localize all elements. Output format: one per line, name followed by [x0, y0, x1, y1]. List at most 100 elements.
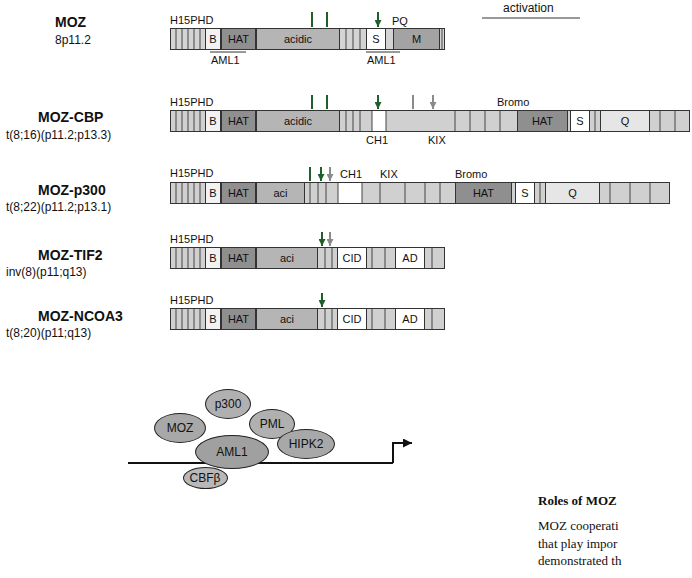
domain-name: CID	[343, 309, 362, 329]
domain-name: M	[412, 29, 421, 49]
domain-name: B	[209, 248, 216, 268]
domain-stripes	[176, 308, 432, 330]
breakpoint-arrow	[329, 167, 331, 181]
protein-bar-fill	[170, 182, 670, 204]
factor-name: MOZ	[167, 414, 194, 442]
protein-bar: MOZ8p11.2BHATacidicSM	[170, 28, 445, 50]
domain-stripes	[176, 182, 650, 204]
domain-box: CID	[337, 248, 367, 268]
domain-box: HAT	[221, 309, 256, 329]
domain-name: AD	[402, 248, 417, 268]
domain-label: H15PHD	[170, 14, 213, 27]
protein-bar: MOZ-CBPt(8;16)(p11.2;p13.3)BHATacidicHAT…	[170, 110, 690, 132]
domain-box: Q	[545, 183, 600, 203]
protein-name: MOZ-NCOA3	[38, 308, 123, 324]
protein-name: MOZ-CBP	[38, 109, 103, 125]
body-text: that play impor	[538, 537, 617, 552]
protein-bar-fill	[170, 247, 445, 269]
domain-name: B	[209, 29, 216, 49]
domain-box: CID	[337, 309, 367, 329]
domain-box: B	[205, 29, 221, 49]
domain-name: aci	[280, 309, 294, 329]
protein-bar: MOZ-p300t(8;22)(p11.2;p13.1)BHATaciHATSQ	[170, 182, 670, 204]
domain-label: H15PHD	[170, 167, 213, 180]
domain-name: B	[209, 309, 216, 329]
domain-box: M	[393, 29, 440, 49]
factor-oval: p300	[205, 389, 251, 419]
domain-box: HAT	[221, 248, 256, 268]
domain-name: HAT	[473, 183, 494, 203]
breakpoint-locus: t(8;16)(p11.2;p13.3)	[6, 129, 111, 143]
domain-box: aci	[256, 183, 305, 203]
section-heading: Roles of MOZ	[538, 494, 617, 509]
domain-name: Q	[621, 111, 630, 131]
domain-name: CID	[343, 248, 362, 268]
protein-bar: MOZ-NCOA3t(8;20)(p11;q13)BHATaciCIDAD	[170, 308, 445, 330]
domain-name: HAT	[532, 111, 553, 131]
domain-box: Q	[600, 111, 650, 131]
domain-name: HAT	[228, 29, 249, 49]
breakpoint-arrow	[413, 95, 433, 109]
ch1-region	[338, 182, 362, 204]
ch1-region	[372, 110, 386, 132]
domain-box: HAT	[455, 183, 512, 203]
domain-label: Bromo	[455, 168, 487, 181]
domain-name: HAT	[228, 309, 249, 329]
protein-bar-fill	[170, 110, 690, 132]
domain-box: S	[570, 111, 590, 131]
domain-box: aci	[256, 248, 318, 268]
domain-box: HAT	[221, 111, 256, 131]
domain-name: aci	[280, 248, 294, 268]
domain-box: B	[205, 309, 221, 329]
factor-name: AML1	[216, 436, 247, 468]
breakpoint-arrow	[310, 167, 321, 181]
breakpoint-arrow	[312, 95, 378, 109]
domain-label: PQ	[392, 15, 408, 28]
activation-bar	[482, 18, 580, 19]
domain-box: S	[366, 29, 386, 49]
factor-name: CBFβ	[190, 468, 221, 488]
domain-stripes	[176, 247, 432, 269]
breakpoint-arrow	[312, 12, 378, 27]
domain-label: KIX	[428, 134, 446, 147]
domain-label: H15PHD	[170, 233, 213, 246]
domain-box: acidic	[256, 111, 340, 131]
domain-label: CH1	[340, 168, 362, 181]
domain-box: AD	[395, 309, 425, 329]
binding-label: AML1	[211, 54, 240, 67]
binding-label: AML1	[367, 54, 396, 67]
domain-box: HAT	[221, 183, 256, 203]
domain-label: CH1	[366, 134, 388, 147]
domain-name: HAT	[228, 111, 249, 131]
domain-name: S	[521, 183, 528, 203]
domain-name: acidic	[284, 29, 312, 49]
domain-box: HAT	[517, 111, 568, 131]
region-label: activation	[503, 2, 554, 16]
protein-bar: MOZ-TIF2inv(8)(p11;q13)BHATaciCIDAD	[170, 247, 445, 269]
domain-label: H15PHD	[170, 96, 213, 109]
domain-name: HAT	[228, 183, 249, 203]
domain-box: B	[205, 248, 221, 268]
domain-name: B	[209, 111, 216, 131]
breakpoint-arrow	[321, 232, 323, 246]
domain-box: aci	[256, 309, 318, 329]
binding-region-bar	[366, 52, 400, 53]
domain-box: B	[205, 183, 221, 203]
domain-label: Bromo	[497, 96, 529, 109]
body-text: demonstrated th	[538, 554, 621, 569]
domain-name: aci	[273, 183, 287, 203]
factor-oval: MOZ	[154, 413, 206, 443]
domain-box: AD	[395, 248, 425, 268]
breakpoint-locus: 8p11.2	[55, 34, 91, 48]
domain-box: HAT	[221, 29, 256, 49]
domain-box: acidic	[256, 29, 340, 49]
protein-name: MOZ-p300	[38, 182, 106, 198]
domain-name: B	[209, 183, 216, 203]
domain-name: acidic	[284, 111, 312, 131]
factor-oval: HIPK2	[277, 429, 335, 459]
domain-stripes	[176, 28, 442, 50]
breakpoint-locus: t(8;20)(p11;q13)	[6, 327, 91, 341]
protein-bar-fill	[170, 308, 445, 330]
